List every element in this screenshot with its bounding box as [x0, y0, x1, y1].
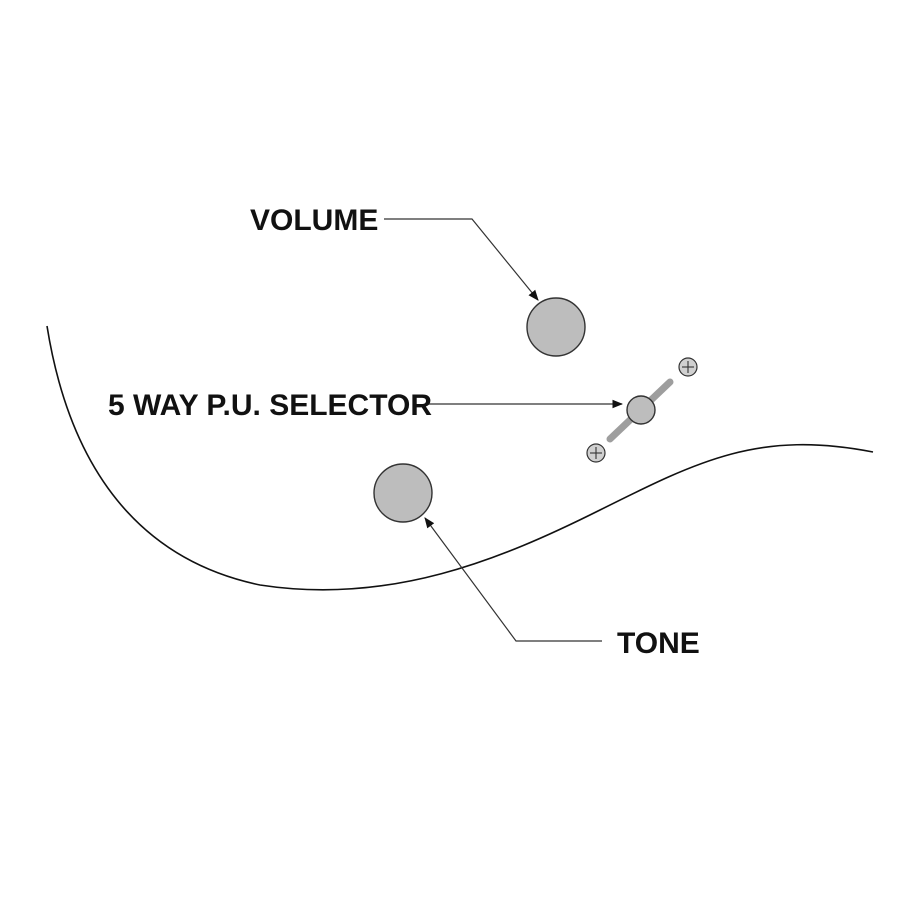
volume-label: VOLUME [250, 204, 378, 237]
pickup-selector-switch [606, 378, 674, 443]
tone-label: TONE [617, 627, 700, 660]
selector-label: 5 WAY P.U. SELECTOR [108, 389, 432, 422]
tone-knob [373, 463, 433, 523]
volume-knob [526, 297, 586, 357]
upper-screw-icon [678, 357, 698, 377]
tone-leader [424, 517, 602, 642]
selector-tip [626, 395, 656, 425]
volume-leader [384, 218, 539, 301]
guitar-body-outline [46, 325, 874, 591]
lower-screw-icon [586, 443, 606, 463]
